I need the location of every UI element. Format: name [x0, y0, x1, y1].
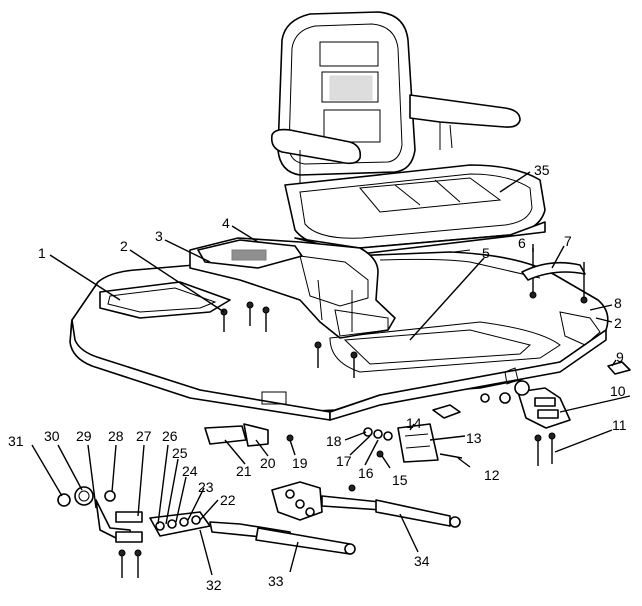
callout-33: 33: [268, 573, 284, 589]
latch-assembly: [363, 423, 463, 463]
callout-16: 16: [358, 465, 374, 481]
callout-11: 11: [612, 417, 627, 433]
callout-34: 34: [414, 553, 430, 569]
gas-strut-34: [271, 481, 461, 528]
callout-29: 29: [76, 428, 92, 444]
side-console: [189, 237, 396, 339]
small-bracket: [204, 423, 294, 447]
callout-20: 20: [260, 455, 276, 471]
callout-17: 17: [336, 453, 352, 469]
callout-2-right: 2: [614, 315, 622, 331]
grab-handle: [521, 261, 586, 281]
callout-2-left: 2: [120, 238, 128, 254]
callout-3: 3: [155, 228, 163, 244]
callout-18: 18: [326, 433, 342, 449]
gas-strut-33: [209, 521, 356, 555]
callout-6: 6: [518, 235, 526, 251]
callout-32: 32: [206, 577, 222, 593]
callout-23: 23: [198, 479, 214, 495]
callout-4: 4: [222, 215, 230, 231]
callout-24: 24: [182, 463, 198, 479]
callout-13: 13: [466, 430, 482, 446]
callout-19: 19: [292, 455, 308, 471]
callout-8: 8: [614, 295, 622, 311]
callout-28: 28: [108, 428, 124, 444]
callout-30: 30: [44, 428, 60, 444]
fasteners: [220, 248, 588, 378]
callout-31: 31: [8, 433, 24, 449]
callout-12: 12: [484, 467, 500, 483]
leader-lines: [31, 171, 631, 576]
callout-9: 9: [616, 349, 624, 365]
callout-labels: 1 2 3 4 5 6 7 8 2 9 10 11 12 13 14 15 16…: [8, 162, 627, 593]
callout-21: 21: [236, 463, 252, 479]
callout-1: 1: [38, 245, 46, 261]
seat-assembly: [270, 11, 546, 266]
callout-25: 25: [172, 445, 188, 461]
callout-10: 10: [610, 383, 626, 399]
callout-14: 14: [406, 415, 422, 431]
callout-35: 35: [534, 162, 550, 178]
left-linkage: [57, 486, 211, 578]
callout-26: 26: [162, 428, 178, 444]
rear-mount-bracket: [480, 380, 571, 466]
callout-5: 5: [482, 245, 490, 261]
callout-15: 15: [392, 472, 408, 488]
callout-7: 7: [564, 233, 572, 249]
callout-27: 27: [136, 428, 152, 444]
callout-22: 22: [220, 492, 236, 508]
